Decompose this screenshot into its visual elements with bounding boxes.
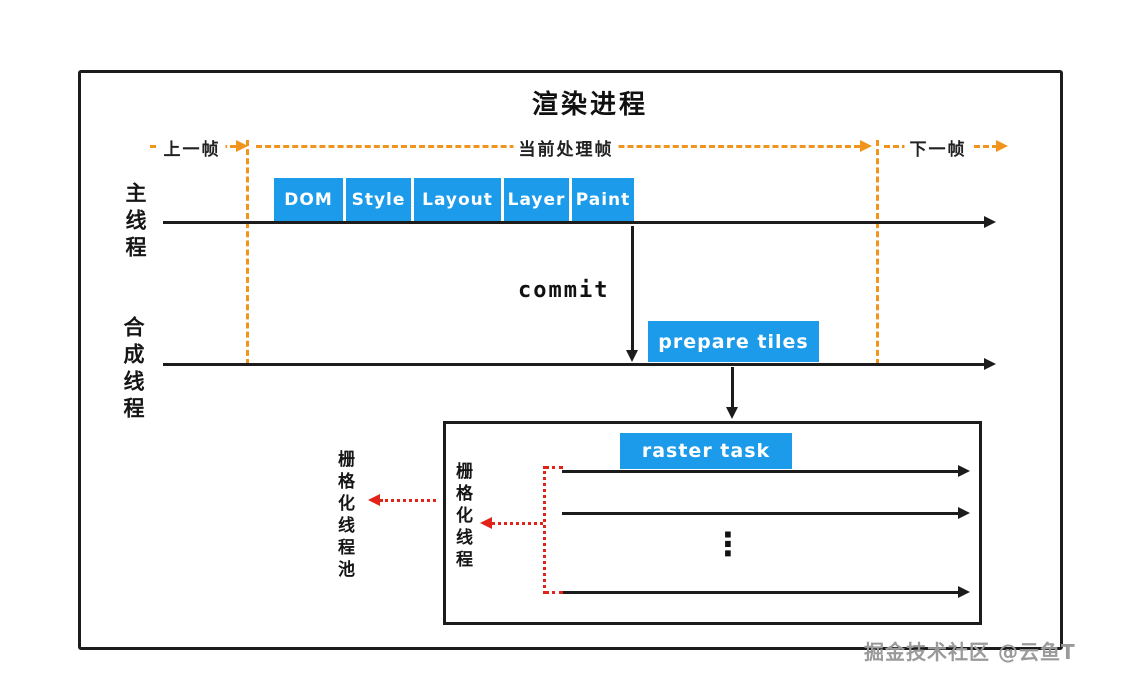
raster-bracket-vertical-dotted-line (543, 466, 546, 594)
raster-task-box: raster task (620, 433, 792, 469)
stage-layer: Layer (504, 178, 569, 221)
commit-label: commit (518, 278, 610, 303)
more-threads-ellipsis: ⋮ (712, 525, 744, 563)
main-thread-arrowhead-icon (984, 216, 996, 228)
raster-thread-arrowhead-1-icon (958, 465, 970, 477)
raster-dispatch-arrowhead-icon (726, 407, 738, 419)
next-frame-arrowhead-icon (996, 140, 1008, 152)
diagram-border (78, 70, 1063, 650)
next-frame-label: 下一帧 (904, 135, 972, 160)
commit-arrowhead-icon (626, 350, 638, 362)
raster-thread-arrowhead-2-icon (958, 507, 970, 519)
current-frame-arrowhead-icon (860, 140, 872, 152)
compositor-thread-line (163, 363, 986, 366)
compositor-thread-label: 合成线程 (121, 316, 145, 424)
prev-frame-arrowhead-icon (236, 140, 248, 152)
raster-dispatch-arrow-line (731, 367, 734, 409)
stage-style: Style (346, 178, 411, 221)
raster-thread-pointer-dotted-line (492, 522, 543, 525)
raster-pool-pointer-arrowhead-icon (368, 494, 380, 506)
raster-pool-pointer-dotted-line (380, 499, 436, 502)
current-frame-label: 当前处理帧 (513, 135, 619, 160)
watermark: 掘金技术社区 @云鱼T (864, 640, 1076, 664)
main-thread-line (163, 221, 986, 224)
raster-thread-line-2 (562, 512, 960, 515)
raster-thread-label: 栅格化线程 (452, 462, 472, 572)
diagram-title: 渲染进程 (531, 90, 648, 120)
frame-boundary-left-dashed-line (246, 140, 249, 365)
stage-layout: Layout (414, 178, 501, 221)
raster-bracket-bottom-dotted-line (545, 591, 563, 594)
frame-boundary-right-dashed-line (876, 140, 879, 365)
raster-thread-line-3 (562, 591, 960, 594)
prepare-tiles-box: prepare tiles (648, 321, 819, 362)
stage-paint: Paint (572, 178, 634, 221)
commit-arrow-line (631, 226, 634, 352)
raster-thread-pool-label: 栅格化线程池 (334, 450, 354, 582)
main-thread-label: 主线程 (123, 182, 147, 263)
compositor-thread-arrowhead-icon (984, 358, 996, 370)
stage-dom: DOM (274, 178, 343, 221)
raster-thread-pointer-arrowhead-icon (480, 517, 492, 529)
raster-thread-line-1 (562, 470, 960, 473)
raster-bracket-top-dotted-line (545, 466, 563, 469)
prev-frame-label: 上一帧 (158, 135, 226, 160)
raster-thread-arrowhead-3-icon (958, 586, 970, 598)
